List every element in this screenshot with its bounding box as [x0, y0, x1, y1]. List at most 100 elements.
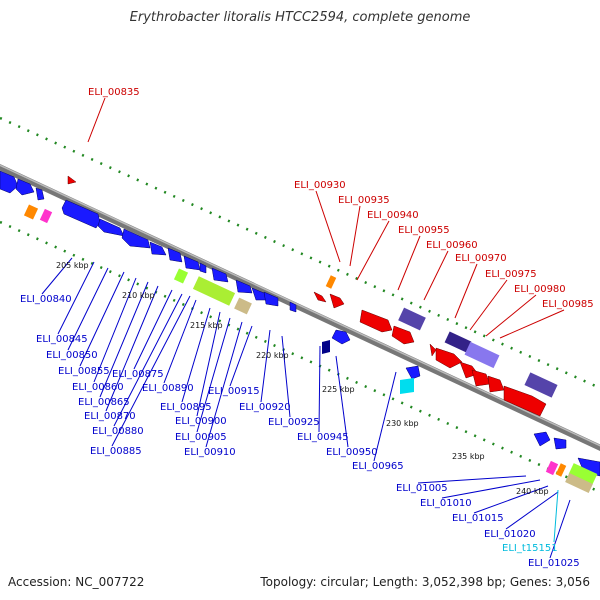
- gene-label: ELI_00900: [175, 416, 227, 427]
- orange-gene-c: [555, 463, 567, 477]
- leader-line: [349, 205, 361, 267]
- leader-line: [505, 491, 559, 530]
- gene-label: ELI_00985: [542, 299, 594, 310]
- trna-gene-cyan: [400, 378, 414, 394]
- leader-line: [41, 257, 73, 295]
- leader-line: [260, 329, 271, 403]
- gene-label: ELI_00980: [514, 284, 566, 295]
- gene-label: ELI_00915: [208, 386, 260, 397]
- dark-blue-gene: [322, 340, 330, 354]
- gene-label: ELI_00940: [367, 210, 419, 221]
- kbp-label: 210 kbp: [122, 291, 155, 300]
- gene-label: ELI_00970: [455, 253, 507, 264]
- gene-label: ELI_01020: [484, 529, 536, 540]
- gene-label: ELI_00950: [326, 447, 378, 458]
- gene-label: ELI_00935: [338, 195, 390, 206]
- leader-line: [549, 499, 571, 559]
- leader-line: [397, 235, 421, 291]
- kbp-label: 225 kbp: [322, 385, 355, 394]
- gene-label: ELI_00855: [58, 366, 110, 377]
- kbp-label: 230 kbp: [386, 419, 419, 428]
- leader-line: [87, 97, 106, 143]
- leader-line: [113, 293, 183, 427]
- gene-label: ELI_00925: [268, 417, 320, 428]
- gene-label: ELI_00920: [239, 402, 291, 413]
- leader-line: [67, 267, 109, 351]
- leader-line: [441, 479, 541, 499]
- label-leader-lines: [41, 97, 571, 559]
- accession-text: Accession: NC_007722: [8, 575, 145, 589]
- map-title: Erythrobacter litoralis HTCC2594, comple…: [129, 10, 471, 25]
- leader-line: [205, 321, 243, 448]
- kbp-label: 205 kbp: [56, 261, 89, 270]
- green-gene-a: [173, 268, 189, 284]
- leader-line: [133, 289, 173, 370]
- gene-label: ELI_00875: [112, 369, 164, 380]
- tan-gene-a: [234, 297, 252, 315]
- gene-label: ELI_00845: [36, 334, 88, 345]
- leader-line: [373, 371, 397, 462]
- gene-label: ELI_00960: [426, 240, 478, 251]
- leader-line: [281, 335, 291, 418]
- genome-backbone-highlight: [0, 164, 600, 447]
- leader-line: [105, 285, 159, 412]
- gene-label: ELI_00965: [352, 461, 404, 472]
- leader-line: [93, 277, 137, 383]
- gene-label: ELI_00850: [46, 350, 98, 361]
- gene-label: ELI_01005: [396, 483, 448, 494]
- leader-line: [423, 250, 449, 301]
- leader-line: [181, 307, 211, 403]
- gene-label: ELI_00910: [184, 447, 236, 458]
- reverse-genes: [0, 170, 600, 477]
- genome-summary-text: Topology: circular; Length: 3,052,398 bp…: [260, 575, 590, 589]
- leader-line: [196, 317, 231, 433]
- trna-label: ELI_t15151: [502, 543, 558, 554]
- gene-label: ELI_00905: [175, 432, 227, 443]
- kbp-label: 220 kbp: [256, 351, 289, 360]
- gene-label: ELI_00880: [92, 426, 144, 437]
- tan-gene-b: [565, 472, 593, 494]
- kbp-label: 235 kbp: [452, 452, 485, 461]
- forward-genes: [67, 175, 547, 417]
- leader-line: [229, 325, 253, 387]
- leader-line: [356, 220, 390, 281]
- kbp-tick-labels: 205 kbp 210 kbp 215 kbp 220 kbp 225 kbp 230 k…: [56, 261, 549, 496]
- gene-label: ELI_00885: [90, 446, 142, 457]
- outer-tick-track: [0, 116, 600, 390]
- gene-label: ELI_00870: [84, 411, 136, 422]
- gene-label: ELI_01025: [528, 558, 580, 569]
- gene-label: ELI_01010: [420, 498, 472, 509]
- kbp-label: 240 kbp: [516, 487, 549, 496]
- gene-labels: ELI_00835ELI_00930ELI_00935ELI_00940ELI_…: [20, 87, 594, 569]
- leader-line: [79, 271, 125, 367]
- leader-line: [499, 309, 565, 339]
- genome-backbone: [0, 164, 600, 451]
- leader-line: [99, 281, 149, 398]
- gene-label: ELI_00860: [72, 382, 124, 393]
- leader-line: [318, 345, 321, 433]
- leader-line: [417, 475, 527, 484]
- gene-label: ELI_00955: [398, 225, 450, 236]
- leader-line: [163, 299, 197, 384]
- gene-label: ELI_00835: [88, 87, 140, 98]
- green-gene-b: [192, 276, 236, 306]
- leader-line: [335, 355, 349, 448]
- gene-label: ELI_00975: [485, 269, 537, 280]
- purple-gene-a: [398, 307, 426, 331]
- gene-label: ELI_00890: [142, 383, 194, 394]
- gene-label: ELI_00945: [297, 432, 349, 443]
- leader-line: [469, 279, 508, 331]
- leader-line: [485, 294, 537, 337]
- green-gene-c: [568, 463, 598, 485]
- leader-line: [111, 295, 191, 447]
- kbp-label: 215 kbp: [190, 321, 223, 330]
- lavender-gene-a: [464, 341, 500, 369]
- leader-line: [473, 485, 549, 514]
- purple-gene-b: [444, 331, 472, 353]
- leader-line: [454, 263, 478, 319]
- leader-line: [57, 261, 95, 335]
- leader-line: [553, 489, 559, 543]
- gene-label: ELI_00865: [78, 397, 130, 408]
